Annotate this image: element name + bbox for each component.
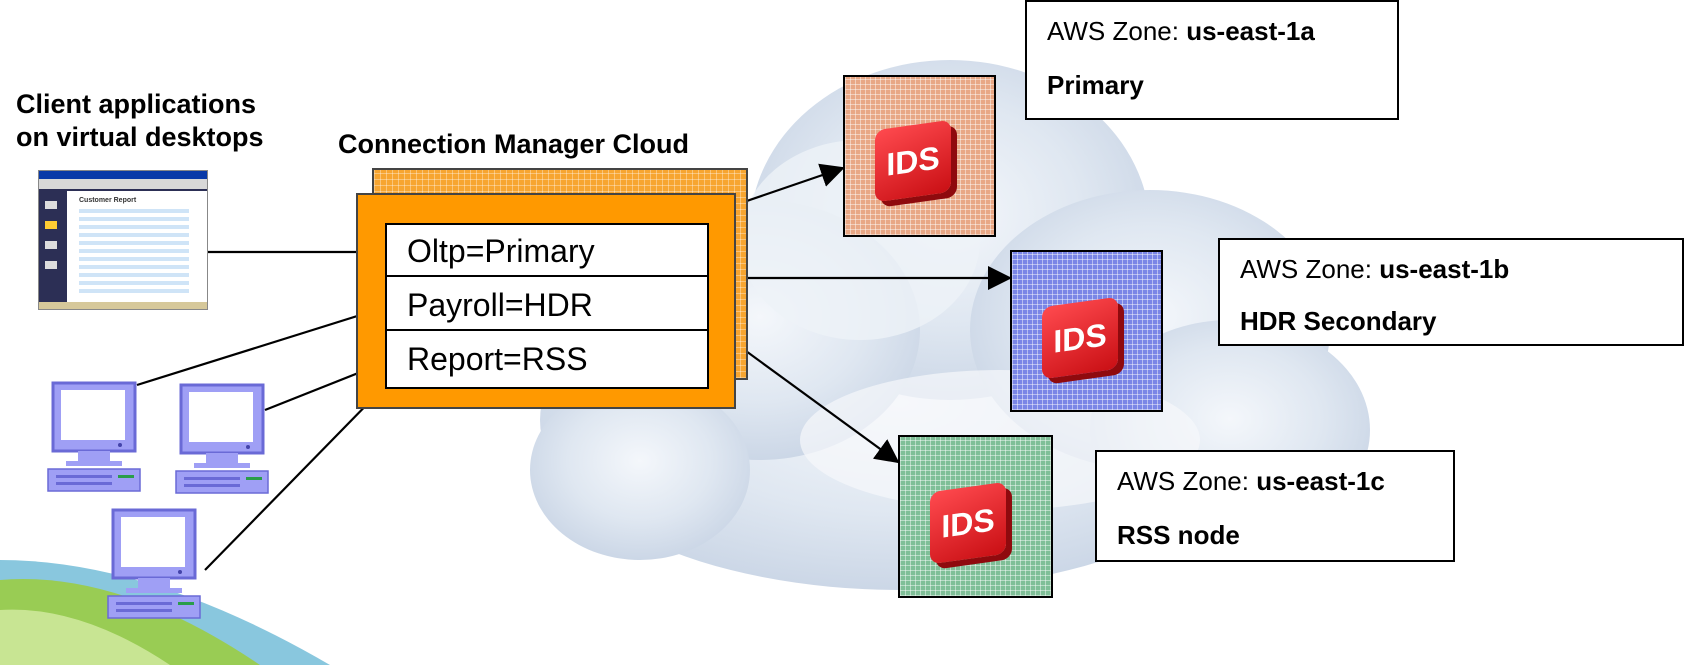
zone-box-hdr: AWS Zone: us-east-1b HDR Secondary: [1218, 238, 1684, 346]
arrow-pc1-to-payroll: [136, 302, 388, 387]
server-node-primary: IDS: [843, 75, 996, 237]
zone-box-primary: AWS Zone: us-east-1a Primary: [1025, 0, 1399, 120]
route-oltp: Oltp=Primary: [387, 225, 707, 277]
arrow-pc3-to-cm: [204, 383, 388, 571]
arrow-to-primary: [734, 163, 845, 207]
client-applications-label: Client applications on virtual desktops: [16, 89, 264, 152]
connection-manager-box: Oltp=Primary Payroll=HDR Report=RSS: [356, 193, 736, 409]
ids-logo-icon: IDS: [1042, 296, 1118, 380]
ids-logo-icon: IDS: [875, 119, 951, 203]
decorative-swoosh: [0, 560, 330, 665]
arrow-to-rss: [734, 342, 900, 464]
route-payroll: Payroll=HDR: [387, 279, 707, 331]
server-node-rss: IDS: [898, 435, 1053, 598]
route-report: Report=RSS: [407, 341, 588, 377]
virtual-desktop-screenshot: Customer Report: [38, 170, 208, 310]
ids-logo-icon: IDS: [930, 481, 1006, 565]
routing-rules-table: Oltp=Primary Payroll=HDR Report=RSS: [385, 223, 709, 389]
connection-manager-title: Connection Manager Cloud: [338, 129, 689, 159]
zone-box-rss: AWS Zone: us-east-1c RSS node: [1095, 450, 1455, 562]
server-node-hdr: IDS: [1010, 250, 1163, 412]
